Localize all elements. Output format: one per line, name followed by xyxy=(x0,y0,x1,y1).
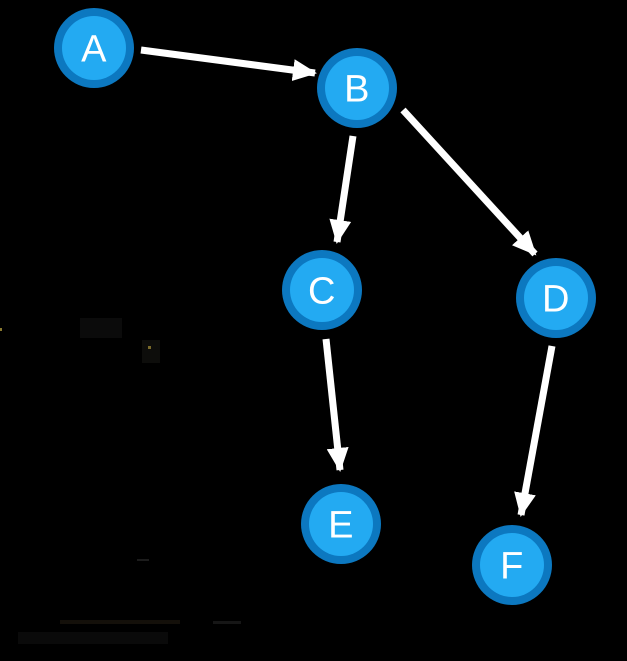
edge-B-C xyxy=(329,135,357,244)
background-artifact xyxy=(213,621,241,624)
background-artifact xyxy=(148,346,151,349)
node-label-D: D xyxy=(542,279,570,321)
edge-D-F xyxy=(514,345,556,517)
node-label-E: E xyxy=(328,505,354,547)
node-A[interactable]: A xyxy=(54,8,134,88)
node-label-C: C xyxy=(308,271,336,313)
node-label-F: F xyxy=(500,546,524,588)
node-body xyxy=(62,16,126,80)
node-C[interactable]: C xyxy=(282,250,362,330)
edge-A-B xyxy=(140,46,317,82)
background-artifacts xyxy=(0,318,241,644)
background-artifact xyxy=(18,632,168,644)
node-label-A: A xyxy=(81,29,107,71)
background-artifact xyxy=(60,620,180,624)
node-body xyxy=(480,533,544,597)
node-body xyxy=(309,492,373,556)
node-body xyxy=(325,56,389,120)
node-E[interactable]: E xyxy=(301,484,381,564)
node-body xyxy=(524,266,588,330)
background-artifact xyxy=(142,340,160,363)
node-D[interactable]: D xyxy=(516,258,596,338)
node-label-B: B xyxy=(344,69,370,111)
node-F[interactable]: F xyxy=(472,525,552,605)
background-artifact xyxy=(0,328,2,331)
node-B[interactable]: B xyxy=(317,48,397,128)
edge-C-E xyxy=(322,338,349,472)
edge-layer xyxy=(140,46,556,517)
edge-B-D xyxy=(400,107,538,257)
node-body xyxy=(290,258,354,322)
background-artifact xyxy=(80,318,122,338)
node-layer: A B C D E F xyxy=(54,8,596,605)
background-artifact xyxy=(137,559,149,561)
